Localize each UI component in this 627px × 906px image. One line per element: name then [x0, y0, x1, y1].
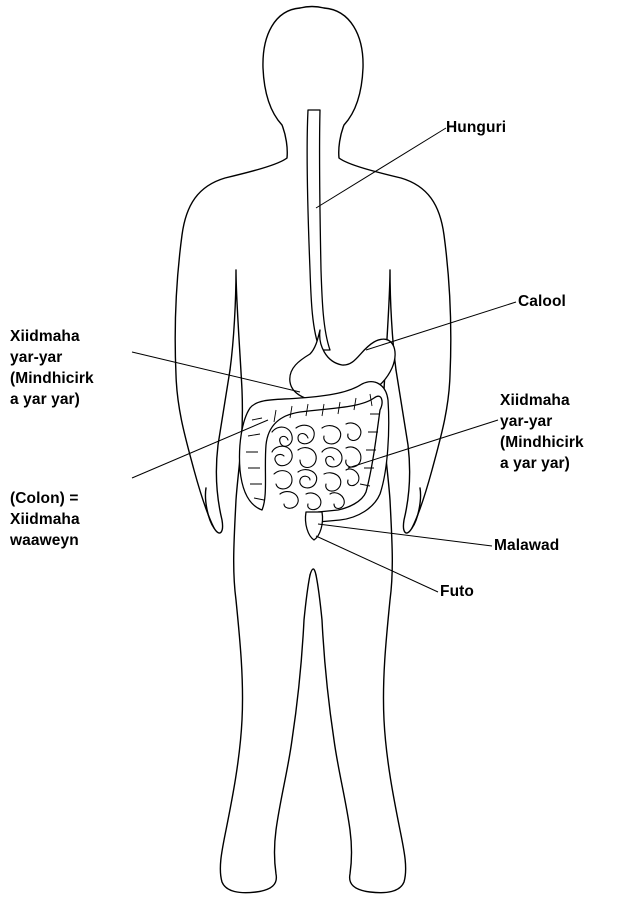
label-colon: (Colon) = Xiidmaha waaweyn	[10, 488, 80, 551]
label-anus: Futo	[440, 581, 474, 602]
esophagus	[307, 110, 330, 350]
leader-esophagus	[316, 128, 446, 208]
small-intestine	[272, 423, 361, 510]
leader-small-intestine-right	[348, 420, 498, 468]
leader-anus	[316, 536, 438, 592]
label-rectum: Malawad	[494, 535, 559, 556]
label-stomach: Calool	[518, 291, 566, 312]
leader-rectum	[318, 524, 492, 546]
label-small-intestine-left: Xiidmaha yar-yar (Mindhicirk a yar yar)	[10, 326, 94, 410]
label-small-intestine-right: Xiidmaha yar-yar (Mindhicirk a yar yar)	[500, 390, 584, 474]
rectum	[305, 512, 322, 540]
leader-small-intestine-left	[132, 352, 300, 392]
label-esophagus: Hunguri	[446, 117, 506, 138]
